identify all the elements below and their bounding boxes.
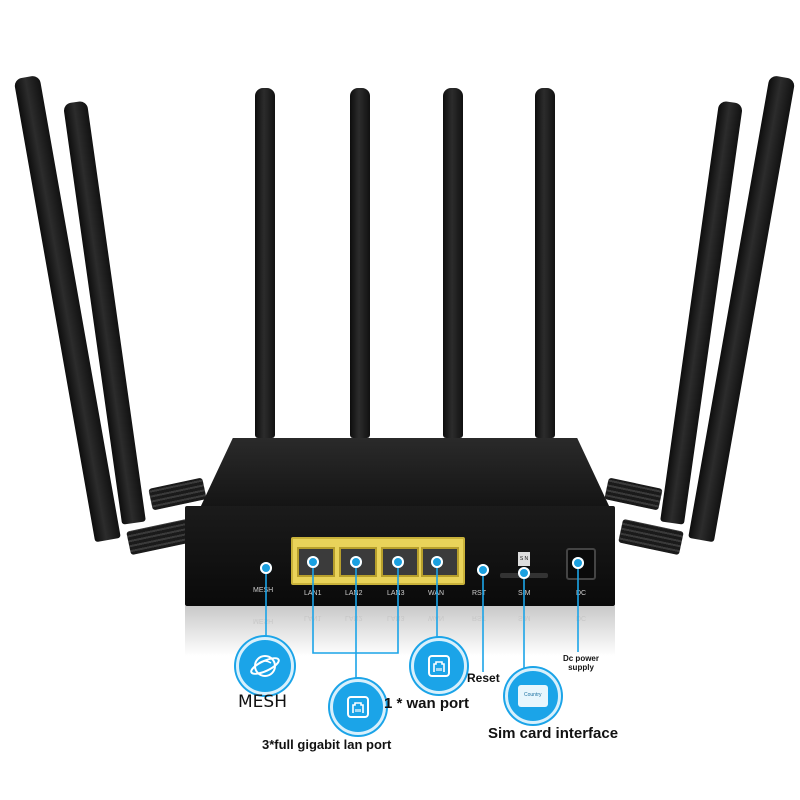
sim-icon-country-text: Country — [524, 692, 542, 698]
ethernet-port-icon — [330, 679, 386, 735]
lan3-dot — [392, 556, 404, 568]
lan-ports-callout-text: 3*full gigabit lan port — [262, 737, 392, 752]
antenna-5 — [443, 88, 463, 438]
reset-dot — [477, 564, 489, 576]
sim-card-callout-text: Sim card interface — [488, 725, 619, 742]
sim-mark: S N — [518, 552, 530, 566]
lan2-dot — [350, 556, 362, 568]
antenna-3 — [255, 88, 275, 438]
lan3-label: LAN3 — [387, 590, 405, 597]
sim-dot — [518, 567, 530, 579]
lan2-label: LAN2 — [345, 590, 363, 597]
mesh-callout-text: MESH — [238, 692, 287, 712]
mesh-port-label: MESH — [253, 587, 274, 594]
mesh-globe-icon — [236, 637, 294, 695]
lan2-port — [339, 547, 377, 577]
ethernet-port-icon — [411, 638, 467, 694]
reset-callout-text: Reset — [467, 671, 500, 685]
router-top — [200, 438, 610, 508]
wan-port-callout-text: 1 * wan port — [384, 695, 470, 712]
dc-power-callout-text: Dc power supply — [562, 654, 599, 672]
antenna-4 — [350, 88, 370, 438]
lan1-dot — [307, 556, 319, 568]
rst-label: RST — [472, 590, 486, 597]
mesh-dot — [260, 562, 272, 574]
sim-card-shape: Country — [518, 685, 548, 707]
sim-card-icon: Country — [505, 668, 561, 724]
antenna-6 — [535, 88, 555, 438]
dc-label: DC — [576, 590, 587, 597]
wan-label: WAN — [428, 590, 445, 597]
wan-dot — [431, 556, 443, 568]
dc-dot — [572, 557, 584, 569]
